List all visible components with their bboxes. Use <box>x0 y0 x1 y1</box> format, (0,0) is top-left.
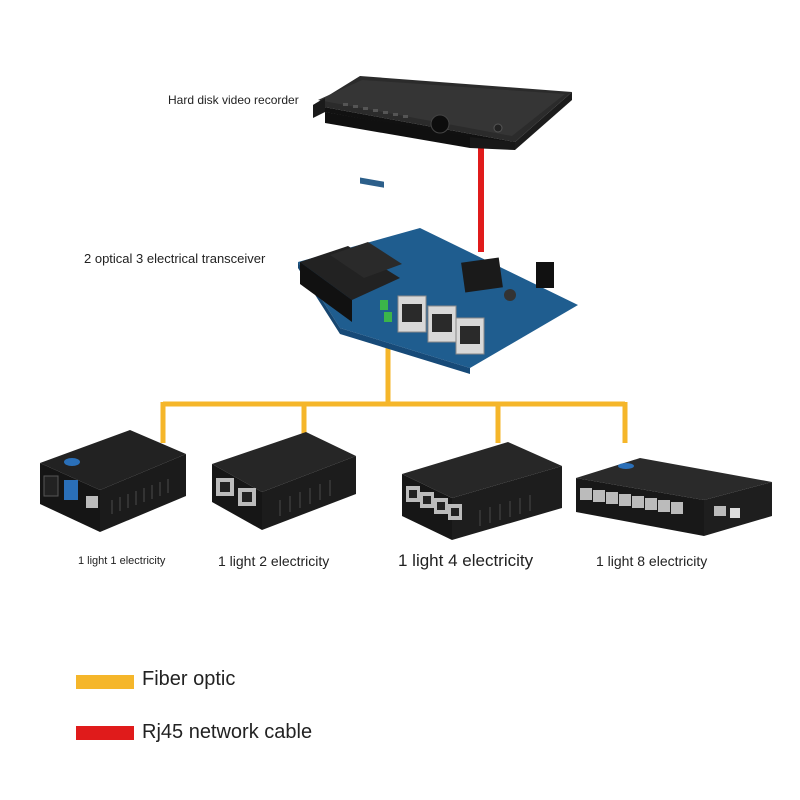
converter-2-label: 1 light 2 electricity <box>218 553 330 569</box>
dvr-device <box>313 76 572 188</box>
converter-3-device <box>402 442 562 540</box>
legend-rj45-swatch <box>76 726 134 740</box>
converter-2-device <box>212 432 356 530</box>
legend-fiber-label: Fiber optic <box>142 668 236 690</box>
converter-1-device <box>40 430 186 532</box>
dvr-label: Hard disk video recorder <box>168 93 299 107</box>
converter-1-label: 1 light 1 electricity <box>78 555 166 567</box>
converter-4-device <box>576 458 772 536</box>
legend-rj45-label: Rj45 network cable <box>142 721 313 743</box>
fiber-connections <box>160 348 628 443</box>
transceiver-device <box>298 228 578 374</box>
transceiver-label: 2 optical 3 electrical transceiver <box>84 251 266 266</box>
converter-3-label: 1 light 4 electricity <box>398 551 534 570</box>
legend-fiber-swatch <box>76 675 134 689</box>
converter-4-label: 1 light 8 electricity <box>596 553 708 569</box>
